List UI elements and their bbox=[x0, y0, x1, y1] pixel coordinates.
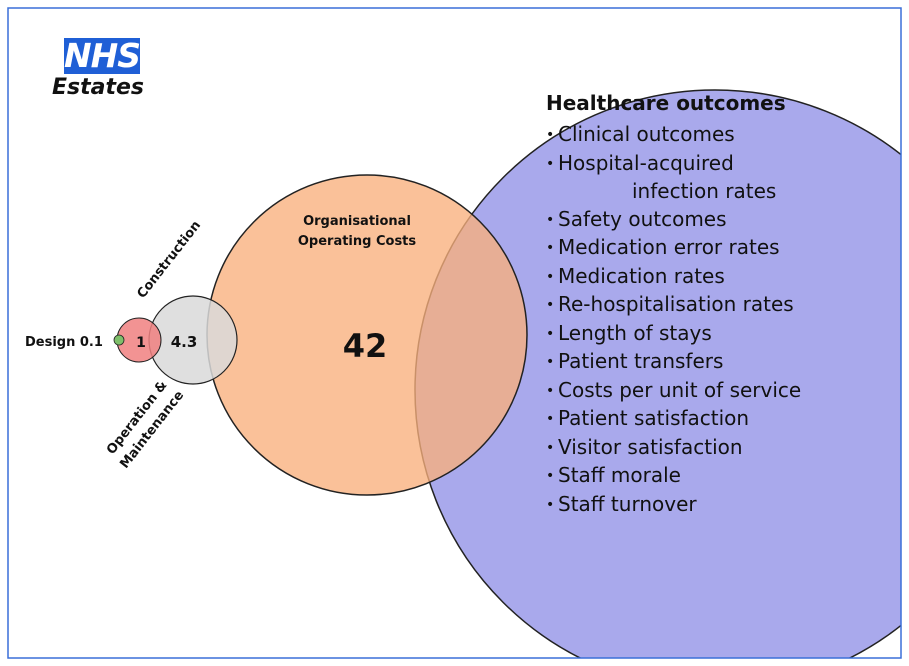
design-circle bbox=[113, 334, 125, 346]
list-item: •Patient transfers bbox=[546, 349, 724, 373]
list-item: •Medication rates bbox=[546, 263, 725, 288]
list-item: •Clinical outcomes bbox=[546, 122, 735, 146]
frame-border bbox=[7, 7, 902, 659]
list-item: •Visitor satisfaction bbox=[546, 434, 743, 459]
list-item: •Safety outcomes bbox=[546, 206, 727, 231]
healthcare-outcomes-title: Healthcare outcomes bbox=[546, 91, 786, 115]
list-item: •Staff turnover bbox=[546, 491, 697, 516]
list-item: •Patient satisfaction bbox=[546, 406, 750, 430]
operating-costs-label-line2: Operating Costs bbox=[298, 234, 417, 249]
design-label: Design 0.1 bbox=[25, 335, 103, 350]
list-item: •Staff morale bbox=[546, 463, 681, 487]
om-value: 4.3 bbox=[171, 333, 198, 351]
estates-label: Estates bbox=[52, 75, 145, 100]
construction-value: 1 bbox=[136, 335, 146, 351]
healthcare-outcomes-list: Healthcare outcomes •Clinical outcomes •… bbox=[546, 91, 801, 519]
operating-value: 42 bbox=[343, 327, 388, 365]
construction-label: Construction bbox=[134, 218, 204, 301]
nhs-logo: NHS bbox=[64, 36, 141, 75]
list-item: •Re-hospitalisation rates bbox=[546, 292, 794, 316]
list-item: •Length of stays bbox=[546, 320, 712, 345]
list-item: •Costs per unit of service bbox=[546, 377, 802, 402]
list-item: •Medication error rates bbox=[546, 235, 780, 259]
operating-costs-label-line1: Organisational bbox=[303, 214, 411, 229]
